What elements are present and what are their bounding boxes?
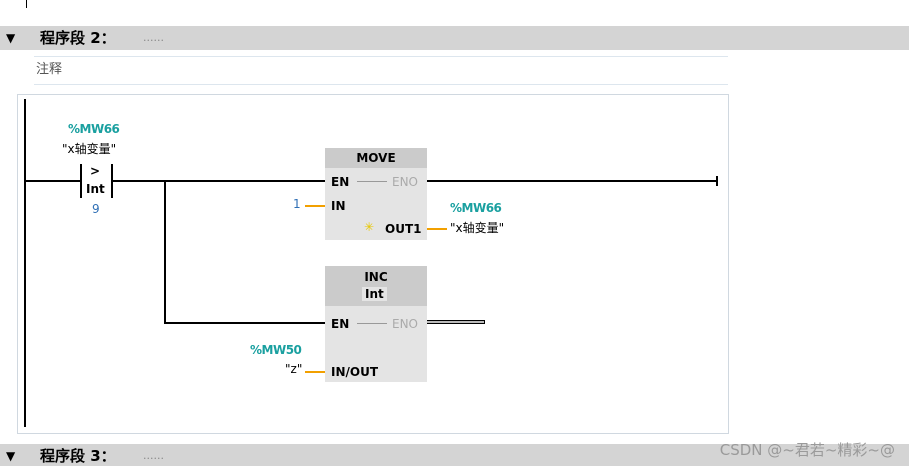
move-out-symbol[interactable]: "x轴变量" xyxy=(450,221,505,235)
inc-en-pin: EN xyxy=(331,317,350,331)
rung-wire-1 xyxy=(25,180,80,182)
network-2-header[interactable]: ▼ 程序段 2： ...... xyxy=(0,26,909,50)
rung-wire-2 xyxy=(112,180,325,182)
compare-contact-left-bar[interactable] xyxy=(80,164,82,198)
move-in-pin: IN xyxy=(331,199,346,213)
inc-en-eno-line xyxy=(357,323,387,324)
inc-inout-wire xyxy=(305,371,325,373)
move-out-address[interactable]: %MW66 xyxy=(450,201,502,215)
branch-vertical-wire xyxy=(164,180,166,324)
move-block-header xyxy=(325,148,427,168)
inc-eno-pin: ENO xyxy=(392,317,419,331)
network-3-title: 程序段 3： xyxy=(40,447,116,465)
watermark: CSDN @~君若~精彩~@ xyxy=(719,441,895,459)
inc-block-type[interactable]: Int xyxy=(362,287,387,301)
compare-operand2[interactable]: 9 xyxy=(92,202,100,216)
move-en-pin: EN xyxy=(331,175,350,189)
compare-operand1-address[interactable]: %MW66 xyxy=(68,122,120,136)
move-in-value[interactable]: 1 xyxy=(293,197,301,211)
triangle-down-icon[interactable]: ▼ xyxy=(6,31,16,45)
network-2-title-placeholder[interactable]: ...... xyxy=(143,31,164,44)
move-in-wire xyxy=(305,205,325,207)
sparkle-icon: ✳ xyxy=(364,220,375,234)
inc-inout-symbol[interactable]: "z" xyxy=(285,362,303,376)
comment-top-separator xyxy=(34,56,728,57)
rung-end-tick xyxy=(716,176,718,186)
move-en-eno-line xyxy=(357,181,387,182)
move-eno-pin: ENO xyxy=(392,175,419,189)
compare-contact-right-bar[interactable] xyxy=(111,164,113,198)
left-power-rail xyxy=(24,99,26,427)
move-block-name: MOVE xyxy=(356,151,396,165)
triangle-down-icon[interactable]: ▼ xyxy=(6,449,16,463)
move-out-wire xyxy=(427,228,447,230)
ladder-editor-area[interactable] xyxy=(17,94,729,434)
network-2-title: 程序段 2： xyxy=(40,29,116,47)
compare-type[interactable]: Int xyxy=(86,182,105,196)
inc-block-name: INC xyxy=(364,270,388,284)
network-3-header[interactable]: ▼ 程序段 3： ...... xyxy=(0,444,909,466)
rung-wire-end xyxy=(427,180,717,182)
compare-operand1-symbol[interactable]: "x轴变量" xyxy=(62,142,117,156)
inc-inout-address[interactable]: %MW50 xyxy=(250,343,302,357)
inc-eno-open-wire xyxy=(427,320,485,324)
rung-cursor-mark xyxy=(26,0,27,8)
network-2-comment[interactable]: 注释 xyxy=(36,62,63,77)
network-3-title-placeholder[interactable]: ...... xyxy=(143,449,164,462)
inc-inout-pin: IN/OUT xyxy=(331,365,379,379)
comment-bottom-separator xyxy=(34,84,728,85)
move-out1-pin: OUT1 xyxy=(385,222,422,236)
compare-operator[interactable]: > xyxy=(90,164,101,178)
branch-horizontal-wire xyxy=(164,322,325,324)
